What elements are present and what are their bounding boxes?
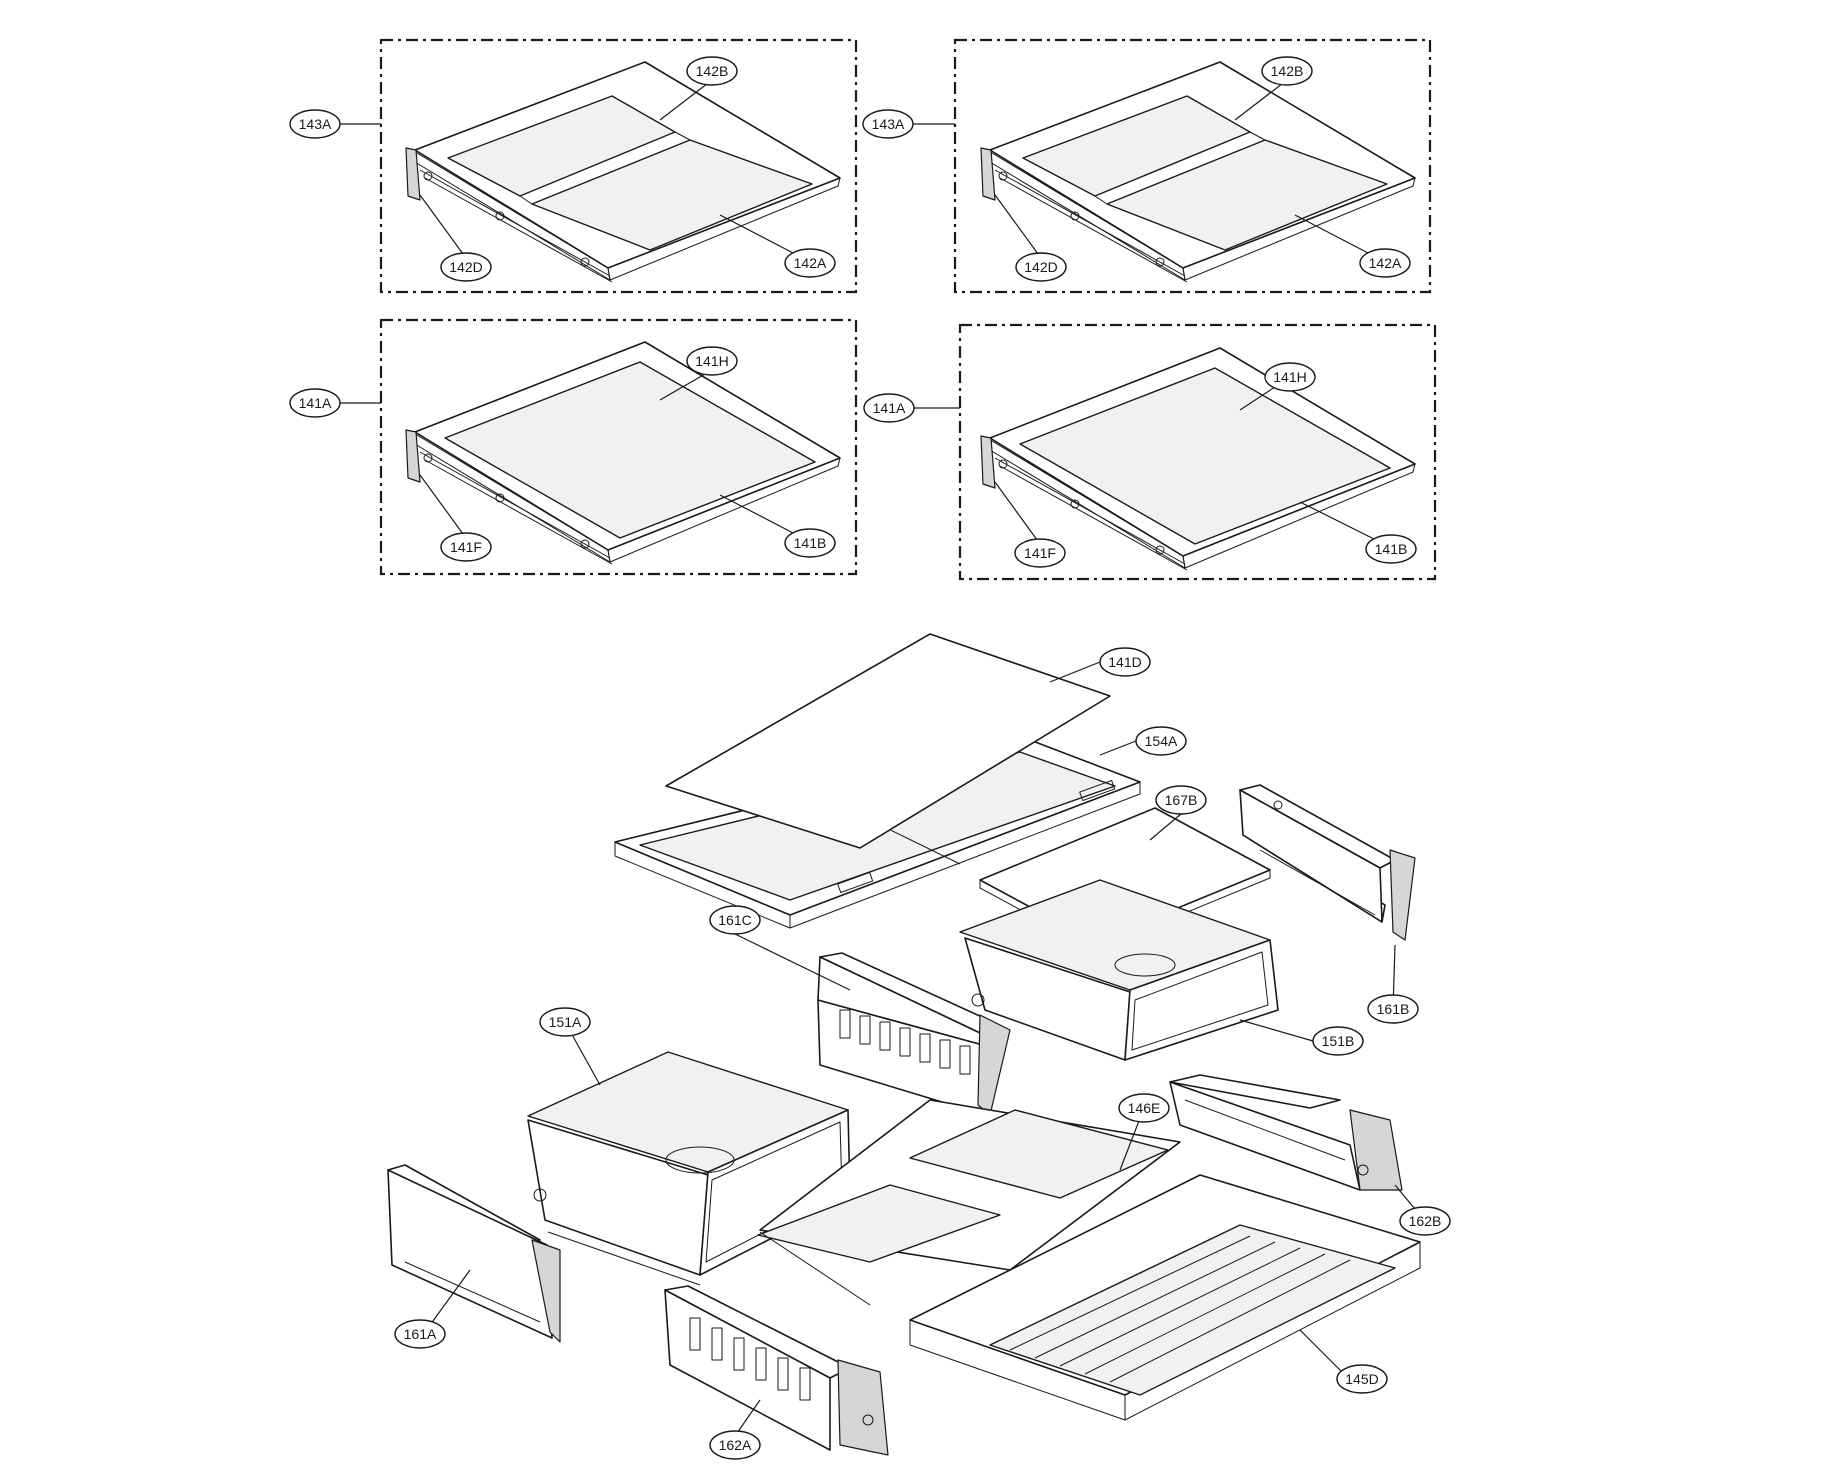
rail-161a	[387, 1164, 561, 1343]
callout-161c: 161C	[709, 905, 761, 935]
svg-text:141B: 141B	[1375, 541, 1408, 557]
svg-text:141D: 141D	[1108, 654, 1141, 670]
callout-141d: 141D	[1099, 647, 1151, 677]
svg-text:167B: 167B	[1165, 792, 1198, 808]
svg-text:143A: 143A	[299, 116, 332, 132]
svg-text:141A: 141A	[299, 395, 332, 411]
svg-text:154A: 154A	[1145, 733, 1178, 749]
assembly-box-143a-right	[953, 38, 1432, 294]
callout-162a: 162A	[709, 1430, 761, 1460]
divider-plate-146e	[757, 1099, 1181, 1306]
crisper-drawer-right	[959, 879, 1279, 1061]
split-shelf-right	[980, 61, 1416, 283]
callout-154a: 154A	[1135, 726, 1187, 756]
svg-text:141H: 141H	[695, 353, 728, 369]
rail-161c	[817, 952, 1011, 1116]
svg-text:151A: 151A	[549, 1014, 582, 1030]
callout-142a-left: 142A	[784, 248, 836, 278]
svg-text:142D: 142D	[449, 259, 482, 275]
rail-162b	[1169, 1074, 1403, 1191]
callout-141b-left: 141B	[784, 528, 836, 558]
callout-141h-right: 141H	[1264, 362, 1316, 392]
svg-text:141F: 141F	[450, 539, 482, 555]
callout-142b-right: 142B	[1261, 56, 1313, 86]
callout-142b-left: 142B	[686, 56, 738, 86]
rail-162a	[664, 1285, 889, 1456]
callout-141h-left: 141H	[686, 346, 738, 376]
svg-text:143A: 143A	[872, 116, 905, 132]
callout-161a: 161A	[394, 1319, 446, 1349]
svg-text:162A: 162A	[719, 1437, 752, 1453]
callout-146e: 146E	[1118, 1093, 1170, 1123]
assembly-box-143a-left	[379, 38, 858, 294]
svg-text:141H: 141H	[1273, 369, 1306, 385]
svg-text:141F: 141F	[1024, 545, 1056, 561]
callout-167b: 167B	[1155, 785, 1207, 815]
svg-text:146E: 146E	[1128, 1100, 1161, 1116]
rail-161b	[1239, 784, 1416, 941]
assembly-box-141a-right	[958, 323, 1437, 581]
callout-142a-right: 142A	[1359, 248, 1411, 278]
callout-143a-right: 143A	[862, 109, 914, 139]
svg-text:142B: 142B	[1271, 63, 1304, 79]
svg-text:145D: 145D	[1345, 1371, 1378, 1387]
svg-text:142B: 142B	[696, 63, 729, 79]
svg-text:162B: 162B	[1409, 1213, 1442, 1229]
callout-141b-right: 141B	[1365, 534, 1417, 564]
svg-text:141B: 141B	[794, 535, 827, 551]
glass-panel-141d	[665, 633, 1111, 849]
svg-text:161A: 161A	[404, 1326, 437, 1342]
svg-text:141A: 141A	[873, 400, 906, 416]
callout-145d: 145D	[1336, 1364, 1388, 1394]
assembly-box-141a-left	[379, 318, 858, 576]
callout-141f-right: 141F	[1014, 538, 1066, 568]
callout-151b: 151B	[1312, 1026, 1364, 1056]
svg-text:142A: 142A	[794, 255, 827, 271]
leader-lines	[340, 79, 1426, 1437]
full-shelf-right	[980, 347, 1416, 571]
svg-text:151B: 151B	[1322, 1033, 1355, 1049]
callout-141a-right: 141A	[863, 393, 915, 423]
svg-text:161C: 161C	[718, 912, 751, 928]
callout-141f-left: 141F	[440, 532, 492, 562]
svg-text:161B: 161B	[1377, 1001, 1410, 1017]
callout-143a-left: 143A	[289, 109, 341, 139]
callout-162b: 162B	[1399, 1206, 1451, 1236]
crisper-drawer-left	[527, 1051, 851, 1286]
split-shelf-left	[405, 61, 841, 283]
callout-141a-left: 141A	[289, 388, 341, 418]
svg-text:142A: 142A	[1369, 255, 1402, 271]
svg-text:142D: 142D	[1024, 259, 1057, 275]
callout-161b: 161B	[1367, 994, 1419, 1024]
callout-151a: 151A	[539, 1007, 591, 1037]
full-shelf-left	[405, 341, 841, 565]
bottom-tray-145d	[909, 1174, 1421, 1421]
callout-142d-right: 142D	[1015, 252, 1067, 282]
callout-142d-left: 142D	[440, 252, 492, 282]
